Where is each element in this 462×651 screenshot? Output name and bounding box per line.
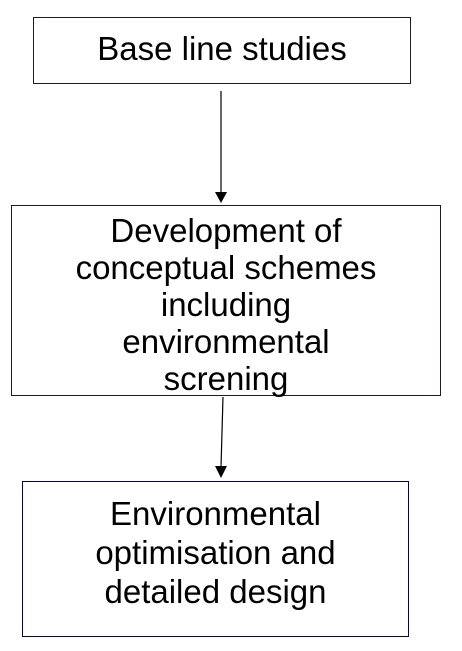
node-development-of-conceptual-schemes: Development of conceptual schemes includ… bbox=[11, 205, 441, 397]
node-label-line: detailed design bbox=[104, 573, 327, 610]
arrow-baseline-to-development bbox=[215, 91, 227, 203]
node-label-line: optimisation and bbox=[95, 534, 336, 571]
node-label-line: Environmental bbox=[110, 495, 321, 532]
node-label-line: environmental bbox=[122, 323, 330, 360]
node-label-line: Development of bbox=[110, 212, 342, 249]
node-environmental-optimisation: Environmental optimisation and detailed … bbox=[22, 481, 409, 637]
node-label-line: Base line studies bbox=[97, 30, 347, 67]
node-label-line: screning bbox=[163, 360, 289, 397]
node-base-line-studies: Base line studies bbox=[33, 17, 411, 84]
node-label-line: conceptual schemes bbox=[75, 249, 377, 286]
node-label-line: including bbox=[160, 286, 292, 323]
arrow-development-to-optimisation bbox=[215, 396, 227, 478]
